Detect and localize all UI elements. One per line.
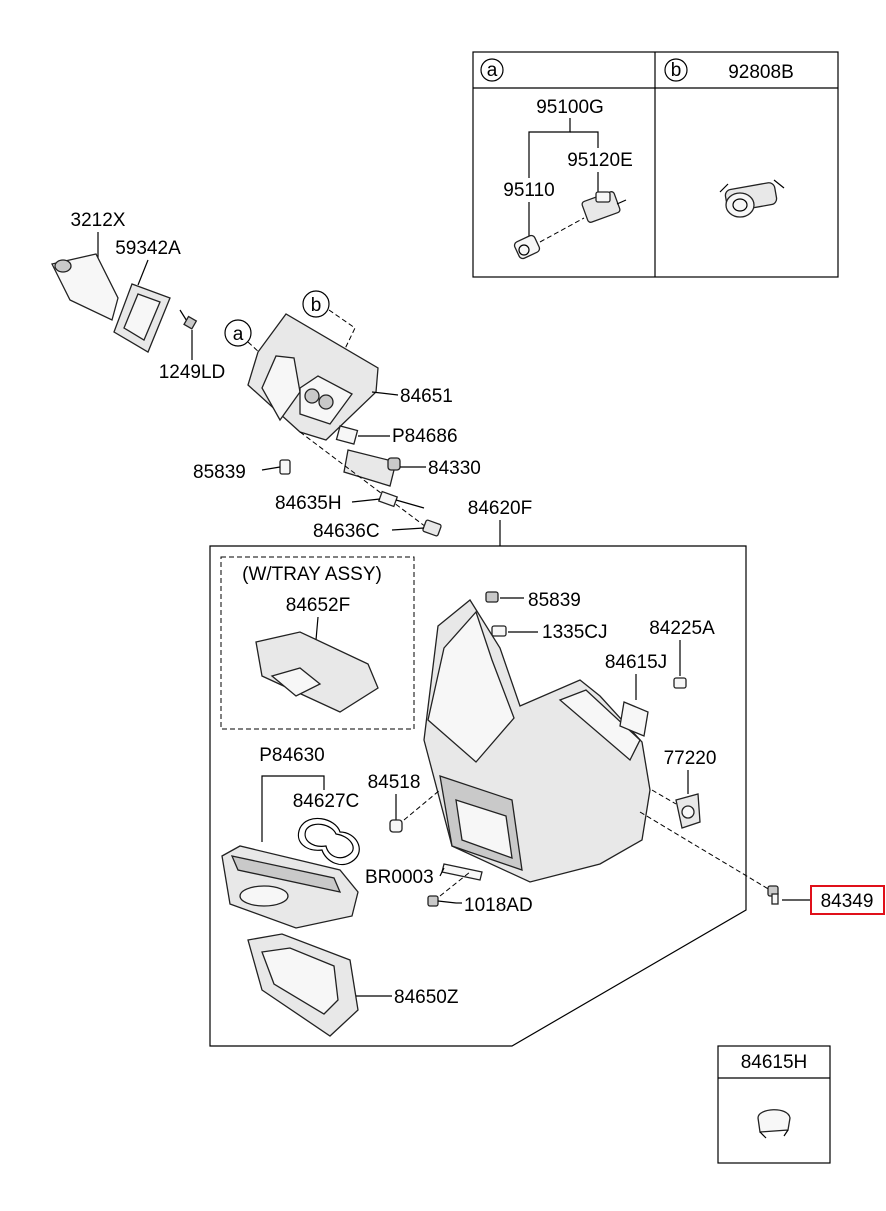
part-number-84620F[interactable]: 84620F — [468, 498, 532, 519]
part-number-84518[interactable]: 84518 — [368, 772, 421, 793]
part-number-P84686[interactable]: P84686 — [392, 426, 458, 447]
screw-icon — [179, 309, 198, 330]
clip-85839-mid-icon — [485, 591, 499, 603]
highlighted-part-group: 84349 — [639, 811, 885, 915]
part-number-85839-top[interactable]: 85839 — [193, 462, 246, 483]
part-number-84650Z[interactable]: 84650Z — [394, 987, 459, 1008]
callout-a-text: a — [233, 324, 244, 345]
center-bezel-group: b a 84651 P84686 85839 84330 — [193, 290, 481, 542]
power-outlet-icon — [719, 179, 785, 218]
part-number-1335CJ[interactable]: 1335CJ — [542, 622, 608, 643]
plug-84518-icon — [389, 819, 403, 833]
part-number-84636C[interactable]: 84636C — [313, 521, 380, 542]
part-number-85839-mid[interactable]: 85839 — [528, 590, 581, 611]
bracket-icon — [335, 425, 359, 445]
part-number-1018AD[interactable]: 1018AD — [464, 895, 533, 916]
leader-95100G-left — [528, 118, 571, 178]
part-number-59342A[interactable]: 59342A — [115, 238, 181, 259]
callout-b-dash — [328, 309, 356, 381]
cup-holder-P84630-icon — [221, 845, 359, 929]
leader-84651 — [371, 391, 399, 396]
part-number-77220[interactable]: 77220 — [664, 748, 717, 769]
part-number-84615J[interactable]: 84615J — [605, 652, 667, 673]
part-number-3212X[interactable]: 3212X — [71, 210, 126, 231]
inset-b-label: b — [671, 60, 682, 81]
part-number-1249LD[interactable]: 1249LD — [159, 362, 226, 383]
tray-assy-box — [220, 556, 415, 730]
assembly-line-77220 — [651, 789, 677, 805]
assembly-line-84518 — [403, 789, 441, 821]
inset-a-label: a — [487, 60, 498, 81]
leader-84635H — [351, 498, 381, 503]
part-number-84615H[interactable]: 84615H — [741, 1052, 808, 1073]
callout-b-circle — [664, 58, 688, 82]
assembly-line-a — [539, 217, 585, 243]
cup-mat-84627C-icon — [297, 817, 360, 865]
tray-84652F-icon — [255, 631, 379, 713]
assembly-line-84349 — [639, 811, 771, 891]
clip-icon — [279, 459, 291, 475]
leader-84636C — [391, 527, 425, 531]
shift-boot-group: 3212X 59342A 1249LD — [51, 210, 226, 383]
wiring-84635H-icon — [377, 490, 425, 509]
leader-95100G-right — [570, 131, 599, 148]
leader-85839-top — [261, 466, 281, 471]
leader-P84630 — [261, 775, 325, 842]
nut-1335CJ-icon — [491, 625, 507, 637]
part-number-84349[interactable]: 84349 — [821, 891, 874, 912]
part-number-84627C[interactable]: 84627C — [293, 791, 360, 812]
highlight-box-84349 — [810, 885, 885, 915]
console-group-frame — [209, 545, 747, 1047]
console-body-icon — [423, 599, 651, 883]
part-number-84635H[interactable]: 84635H — [275, 493, 342, 514]
part-number-84651[interactable]: 84651 — [400, 386, 453, 407]
assembly-line-bezel — [299, 431, 431, 531]
module-84330-icon — [343, 449, 401, 487]
connector-84636C-icon — [422, 519, 442, 537]
storage-bin-84650Z-icon — [247, 933, 359, 1037]
part-number-95110[interactable]: 95110 — [503, 180, 554, 201]
part-number-P84630[interactable]: P84630 — [259, 745, 325, 766]
part-number-84225A[interactable]: 84225A — [649, 618, 715, 639]
leader-84652F — [315, 616, 319, 641]
callout-a-circle — [480, 58, 504, 82]
part-number-BR0003[interactable]: BR0003 — [365, 867, 434, 888]
bracket-BR0003-icon — [441, 863, 483, 881]
console-assembly-group: 84620F (W/TRAY ASSY) 84652F 85839 133 — [209, 498, 747, 1047]
screw-84349-icon — [767, 885, 779, 905]
switch-connector-icon — [581, 191, 627, 223]
cap-84615H-icon — [757, 1109, 791, 1139]
callout-b-text: b — [311, 295, 322, 316]
tray-assy-title: (W/TRAY ASSY) — [242, 564, 382, 585]
socket-bulb-icon — [513, 234, 541, 260]
part-number-95120E[interactable]: 95120E — [567, 150, 633, 171]
part-number-84330[interactable]: 84330 — [428, 458, 481, 479]
part-number-84652F[interactable]: 84652F — [286, 595, 350, 616]
leader-59342A — [137, 259, 149, 286]
standalone-frame — [717, 1045, 831, 1164]
screw-1018AD-icon — [427, 895, 457, 907]
callout-a-marker — [224, 319, 252, 347]
leader-BR0003 — [439, 867, 445, 877]
clip-84225A-icon — [673, 677, 687, 689]
standalone-part-box: 84615H — [717, 1045, 831, 1164]
pad-84615J-icon — [619, 701, 649, 737]
inset-table: a b 92808B 95100G 95120E 95110 — [472, 51, 839, 278]
sensor-77220-icon — [675, 793, 701, 829]
part-number-92808B[interactable]: 92808B — [728, 62, 794, 83]
callout-b-marker — [302, 290, 330, 318]
assembly-line-1018AD — [439, 871, 471, 897]
part-number-95100G[interactable]: 95100G — [536, 97, 604, 118]
